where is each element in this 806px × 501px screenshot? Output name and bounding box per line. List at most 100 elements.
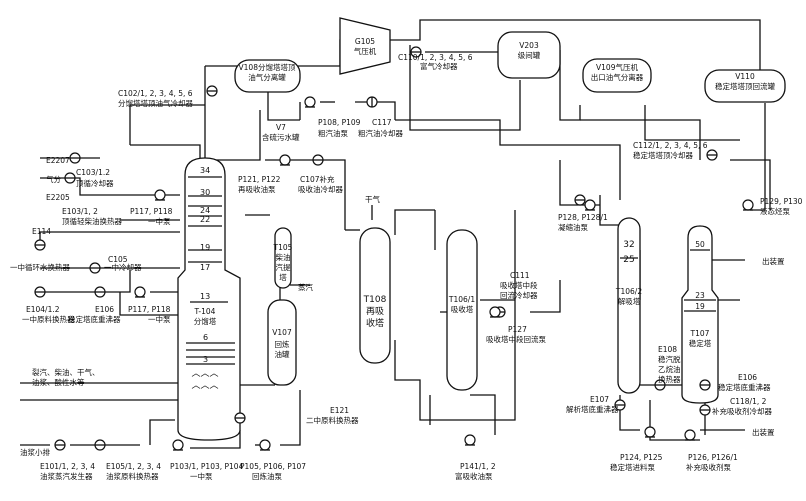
svg-text:V203: V203 — [519, 41, 539, 50]
piping — [20, 19, 771, 449]
v110-drum: V110 稳定塔塔顶回流罐 — [704, 69, 786, 103]
svg-text:E106: E106 — [738, 373, 757, 382]
svg-text:E107: E107 — [590, 395, 609, 404]
svg-text:32: 32 — [623, 240, 634, 250]
svg-text:C105: C105 — [108, 255, 128, 264]
svg-text:E2205: E2205 — [46, 193, 70, 202]
svg-text:再吸收油泵: 再吸收油泵 — [238, 184, 276, 194]
svg-text:稳汽脱: 稳汽脱 — [658, 354, 681, 364]
svg-text:C112/1, 2, 3, 4, 5, 6: C112/1, 2, 3, 4, 5, 6 — [633, 141, 708, 150]
svg-text:出装置: 出装置 — [762, 256, 785, 266]
svg-text:一中原料换热器: 一中原料换热器 — [22, 314, 75, 324]
svg-text:P105, P106, P107: P105, P106, P107 — [240, 462, 306, 471]
heat-exchangers — [34, 46, 718, 451]
svg-text:富吸收油泵: 富吸收油泵 — [455, 471, 493, 481]
svg-text:回流冷却器: 回流冷却器 — [500, 290, 538, 300]
svg-text:19: 19 — [200, 243, 210, 252]
svg-text:油浆原料换热器: 油浆原料换热器 — [106, 471, 159, 481]
svg-text:富气冷却器: 富气冷却器 — [420, 61, 458, 71]
svg-text:稳定塔底重沸器: 稳定塔底重沸器 — [718, 382, 771, 392]
svg-text:C118/1, 2: C118/1, 2 — [730, 397, 767, 406]
svg-text:E121: E121 — [330, 406, 349, 415]
svg-text:E101/1, 2, 3, 4: E101/1, 2, 3, 4 — [40, 462, 95, 471]
svg-text:收塔: 收塔 — [366, 317, 384, 329]
svg-text:一中循环水换热器: 一中循环水换热器 — [10, 262, 70, 272]
svg-text:T106/2: T106/2 — [615, 287, 642, 296]
svg-text:塔: 塔 — [279, 272, 287, 282]
svg-text:一中泵: 一中泵 — [148, 216, 171, 226]
svg-text:气分: 气分 — [46, 174, 61, 184]
svg-text:T106/1: T106/1 — [448, 295, 475, 304]
svg-text:解吸塔: 解吸塔 — [618, 296, 641, 306]
svg-text:油气分离罐: 油气分离罐 — [248, 72, 286, 82]
svg-text:P129, P130: P129, P130 — [760, 197, 803, 206]
svg-text:柴油: 柴油 — [276, 252, 291, 262]
v107-drum: V107 回炼 油罐 — [267, 299, 297, 386]
svg-text:补充吸收剂冷却器: 补充吸收剂冷却器 — [712, 406, 772, 416]
svg-text:回炼油泵: 回炼油泵 — [252, 471, 282, 481]
svg-text:︿︿︿: ︿︿︿ — [191, 369, 218, 379]
svg-text:出口油气分离器: 出口油气分离器 — [591, 72, 644, 82]
svg-text:一中泵: 一中泵 — [190, 471, 213, 481]
svg-text:稳定塔塔顶冷却器: 稳定塔塔顶冷却器 — [633, 150, 693, 160]
svg-text:油罐: 油罐 — [275, 349, 290, 359]
svg-text:一中冷却器: 一中冷却器 — [104, 262, 142, 272]
v108-drum: V108分馏塔塔顶 油气分离罐 — [234, 59, 301, 93]
t105-stripper: T105 柴油 汽提 塔 — [273, 227, 293, 289]
svg-text:T105: T105 — [273, 243, 293, 252]
svg-text:蒸汽: 蒸汽 — [298, 282, 313, 292]
svg-text:V107: V107 — [272, 328, 292, 337]
svg-text:V108分馏塔塔顶: V108分馏塔塔顶 — [239, 62, 296, 72]
svg-text:E103/1, 2: E103/1, 2 — [62, 207, 98, 216]
svg-text:24: 24 — [200, 206, 210, 215]
svg-text:吸收塔: 吸收塔 — [451, 304, 474, 314]
svg-text:二中原料换热器: 二中原料换热器 — [306, 415, 359, 425]
svg-text:P126, P126/1: P126, P126/1 — [688, 453, 738, 462]
svg-text:34: 34 — [200, 166, 210, 175]
svg-text:C117: C117 — [372, 118, 392, 127]
svg-text:一中泵: 一中泵 — [148, 314, 171, 324]
svg-text:分馏塔塔顶油气冷却器: 分馏塔塔顶油气冷却器 — [118, 98, 193, 108]
svg-text:P124, P125: P124, P125 — [620, 453, 663, 462]
svg-text:︿︿︿: ︿︿︿ — [191, 381, 218, 391]
svg-text:E106: E106 — [95, 305, 114, 314]
svg-text:汽提: 汽提 — [276, 262, 291, 272]
svg-text:P127: P127 — [508, 325, 527, 334]
svg-text:吸收塔中段回流泵: 吸收塔中段回流泵 — [486, 334, 546, 344]
svg-text:E2207: E2207 — [46, 156, 70, 165]
svg-text:分馏塔: 分馏塔 — [194, 316, 217, 326]
labels: C110/1, 2, 3, 4, 5, 6 富气冷却器 C102/1, 2, 3… — [10, 53, 803, 481]
svg-text:顶循轻柴油换热器: 顶循轻柴油换热器 — [62, 216, 122, 226]
t104-fractionator: ︿︿︿ ︿︿︿ 34 30 24 22 19 17 13 6 3 T-104 分… — [177, 157, 241, 441]
svg-text:P141/1, 2: P141/1, 2 — [460, 462, 496, 471]
svg-text:T-104: T-104 — [194, 307, 216, 316]
svg-text:含硫污水罐: 含硫污水罐 — [262, 132, 300, 142]
svg-text:C102/1, 2, 3, 4, 5, 6: C102/1, 2, 3, 4, 5, 6 — [118, 89, 193, 98]
t108-reabsorber: T108 再吸 收塔 — [359, 227, 391, 364]
svg-text:P103/1, P103, P104: P103/1, P103, P104 — [170, 462, 244, 471]
t106-2-desorber: 32 25 T106/2 解吸塔 — [615, 217, 642, 394]
svg-text:回炼: 回炼 — [275, 339, 290, 349]
svg-text:22: 22 — [200, 215, 210, 224]
svg-text:19: 19 — [695, 302, 705, 311]
svg-text:干气: 干气 — [365, 194, 380, 204]
pumps — [134, 96, 754, 451]
svg-text:V109气压机: V109气压机 — [596, 62, 638, 72]
svg-text:油浆蒸汽发生器: 油浆蒸汽发生器 — [40, 471, 93, 481]
svg-text:再吸: 再吸 — [366, 306, 384, 317]
svg-text:换热器: 换热器 — [658, 374, 681, 384]
g105-compressor: G105 气压机 — [339, 17, 391, 75]
svg-text:T108: T108 — [363, 295, 387, 305]
svg-text:稳定塔底重沸器: 稳定塔底重沸器 — [68, 314, 121, 324]
svg-text:25: 25 — [623, 255, 634, 265]
svg-text:C103/1.2: C103/1.2 — [76, 168, 110, 177]
svg-text:粗汽油冷却器: 粗汽油冷却器 — [358, 128, 403, 138]
svg-text:3: 3 — [203, 355, 208, 364]
svg-text:级间罐: 级间罐 — [518, 50, 541, 60]
svg-text:乙烷油: 乙烷油 — [658, 364, 681, 374]
svg-text:P108, P109: P108, P109 — [318, 118, 361, 127]
svg-text:吸收油冷却器: 吸收油冷却器 — [298, 184, 343, 194]
svg-text:P117, P118: P117, P118 — [130, 207, 173, 216]
svg-text:P121, P122: P121, P122 — [238, 175, 281, 184]
